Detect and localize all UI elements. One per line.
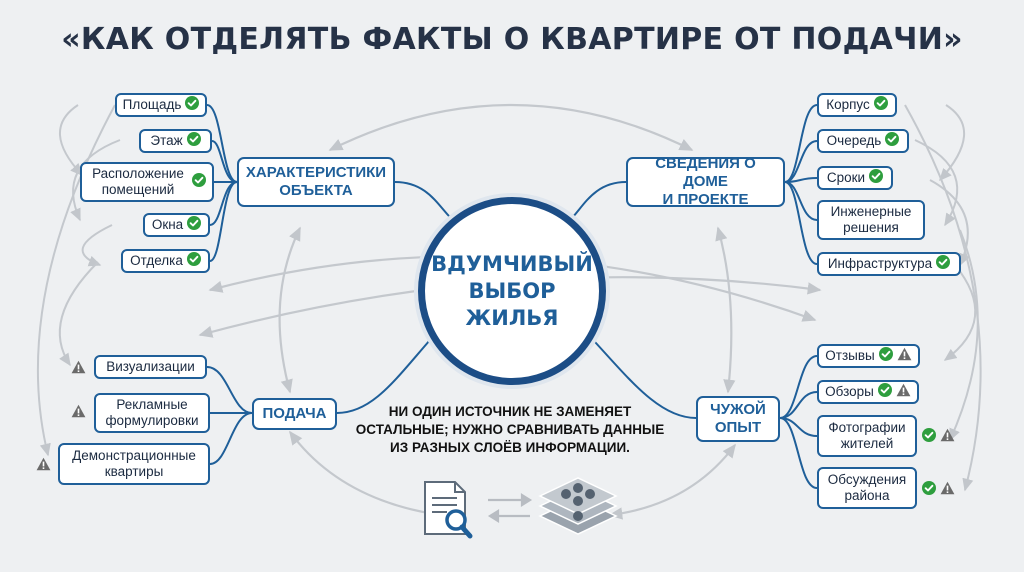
check-warning-pair	[922, 481, 955, 500]
item-label: Площадь	[122, 97, 182, 112]
check-icon	[192, 173, 206, 191]
check-icon	[186, 252, 201, 270]
warning-icon	[897, 347, 912, 365]
item-label: Сроки	[826, 170, 866, 185]
object-item: Площадь	[115, 93, 207, 117]
outer-arcs	[36, 104, 982, 492]
hub-pitch: ПОДАЧА	[252, 398, 337, 430]
item-label: Визуализации	[106, 359, 195, 374]
item-label: Фотографии жителей	[828, 420, 906, 451]
warning-icon	[896, 383, 911, 401]
others-item: Обзоры	[817, 380, 919, 404]
item-label: Инфраструктура	[827, 256, 933, 271]
comparison-note: НИ ОДИН ИСТОЧНИК НЕ ЗАМЕНЯЕТ ОСТАЛЬНЫЕ; …	[355, 404, 665, 455]
connector-pitch-layers	[289, 430, 442, 520]
center-line-1: ВДУМЧИВЫЙ	[431, 251, 593, 276]
pitch-item: Демонстрационные квартиры	[58, 443, 210, 485]
object-item: Окна	[143, 213, 210, 237]
pitch-item: Визуализации	[94, 355, 207, 379]
check-icon	[873, 96, 888, 114]
item-label: Очередь	[826, 133, 882, 148]
item-label: Обсуждения района	[827, 472, 907, 503]
check-icon	[869, 169, 884, 187]
warning-icon	[71, 360, 86, 379]
hub-object-line-1: ХАРАКТЕРИСТИКИ	[245, 164, 387, 181]
swap-arrows-icon	[487, 493, 533, 523]
hub-others-line-1: ЧУЖОЙ	[710, 401, 766, 418]
house-item: Очередь	[817, 129, 909, 153]
item-label: Отделка	[130, 253, 183, 268]
connector-object-pitch	[278, 226, 301, 394]
check-icon	[877, 383, 892, 401]
object-item: Расположение помещений	[80, 162, 214, 202]
others-item: Отзывы	[817, 344, 920, 368]
others-item: Обсуждения района	[817, 467, 917, 509]
hub-house-line-1: СВЕДЕНИЯ О ДОМЕ	[655, 155, 756, 190]
others-item: Фотографии жителей	[817, 415, 917, 457]
object-item: Этаж	[139, 129, 212, 153]
item-label: Рекламные формулировки	[105, 397, 199, 428]
house-item: Инфраструктура	[817, 252, 961, 276]
connector-object-house	[328, 103, 694, 151]
center-line-2: ВЫБОР	[468, 278, 556, 303]
layers-stack-icon	[538, 477, 618, 535]
item-label: Корпус	[826, 97, 870, 112]
object-item: Отделка	[121, 249, 210, 273]
document-search-icon	[424, 481, 473, 539]
blue-branches	[206, 104, 818, 489]
warning-icon	[36, 457, 51, 476]
warning-icon	[71, 404, 86, 423]
item-label: Демонстрационные квартиры	[72, 448, 196, 479]
item-label: Расположение помещений	[92, 166, 184, 197]
item-label: Инженерные решения	[830, 204, 912, 235]
item-label: Отзывы	[825, 348, 875, 363]
check-icon	[186, 132, 201, 150]
hub-others-line-2: ОПЫТ	[714, 419, 762, 436]
pitch-item: Рекламные формулировки	[94, 393, 210, 433]
item-label: Этаж	[150, 133, 183, 148]
page-title: «КАК ОТДЕЛЯТЬ ФАКТЫ О КВАРТИРЕ ОТ ПОДАЧИ…	[61, 22, 963, 57]
check-icon	[187, 216, 202, 234]
check-icon	[185, 96, 200, 114]
center-line-3: ЖИЛЬЯ	[465, 305, 559, 330]
check-icon	[878, 347, 893, 365]
hub-pitch-line-1: ПОДАЧА	[262, 405, 327, 422]
connector-others-layers	[608, 443, 736, 520]
hub-house-line-2: И ПРОЕКТЕ	[662, 191, 749, 208]
item-label: Обзоры	[825, 384, 874, 399]
hub-object-line-2: ОБЪЕКТА	[279, 182, 353, 199]
house-item: Корпус	[817, 93, 897, 117]
connector-house-others	[715, 226, 736, 394]
house-item: Инженерные решения	[817, 200, 925, 240]
item-label: Окна	[151, 217, 184, 232]
check-icon	[885, 132, 900, 150]
check-warning-pair	[922, 428, 955, 447]
center-node: ВДУМЧИВЫЙ ВЫБОР ЖИЛЬЯ	[418, 197, 606, 385]
house-item: Сроки	[817, 166, 893, 190]
check-icon	[936, 255, 951, 273]
